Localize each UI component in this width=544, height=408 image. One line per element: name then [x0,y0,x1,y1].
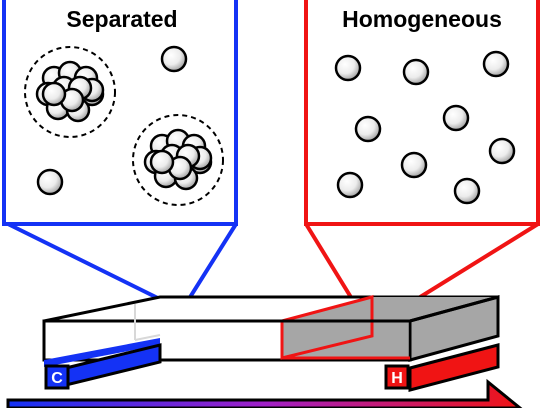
cold-contact-top [44,338,160,367]
hot-contact-body [408,343,500,392]
dispersed-particle [453,177,481,205]
homogeneous-panel: Homogeneous [304,0,540,226]
hot-label: H [391,370,403,387]
sample-bar [42,295,500,362]
dispersed-particle [442,104,470,132]
bar-edges [44,295,499,323]
separated-particles [24,45,224,206]
free-particle [36,168,64,196]
cluster-lower-particle [149,149,175,175]
bar-hot-top [282,297,498,321]
dispersed-particle [334,54,362,82]
cold-badge [44,364,70,390]
dispersed-particle [354,115,382,143]
cluster-lower-boundary [132,114,224,206]
separated-panel-frame [2,0,238,226]
dispersed-particle [402,58,430,86]
separated-title: Separated [66,6,177,32]
cluster-upper-particle [41,81,67,107]
gradient-arrow-body [6,378,523,408]
cold-contact: C [44,338,162,390]
homogeneous-particles [334,50,516,205]
bar-hidden-base [134,334,161,341]
temperature-gradient-arrow [6,378,523,408]
cold-label: C [51,370,63,387]
homogeneous-title: Homogeneous [342,6,502,32]
cluster-upper-boundary [24,46,116,138]
hot-contact: H [384,343,500,392]
free-particle [160,45,188,73]
separated-panel: Separated [2,0,238,226]
dispersed-particle [482,50,510,78]
hot-region-outline [280,295,374,360]
hot-badge [384,364,410,390]
dispersed-particle [336,171,364,199]
dispersed-particle [488,137,516,165]
dispersed-particle [400,151,428,179]
